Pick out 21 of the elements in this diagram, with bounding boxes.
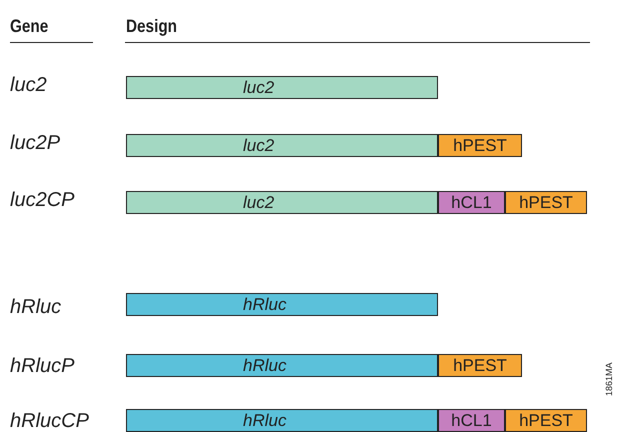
- gene-name: hRluc: [10, 296, 62, 319]
- gene-name: hRlucP: [10, 355, 74, 378]
- column-header: Gene: [10, 16, 48, 37]
- gene-bar: luc2: [126, 76, 438, 99]
- gene-bar: hRluc: [126, 354, 438, 377]
- gene-name: luc2CP: [10, 189, 74, 212]
- gene-bar: hRluc: [126, 409, 438, 432]
- domain-segment: hPEST: [438, 354, 522, 377]
- domain-segment: hPEST: [438, 134, 522, 157]
- gene-name: luc2P: [10, 132, 60, 155]
- domain-segment: hPEST: [505, 409, 587, 432]
- column-header: Design: [126, 16, 178, 37]
- gene-bar: hRluc: [126, 293, 438, 316]
- gene-name: hRlucCP: [10, 410, 89, 432]
- figure-code: 1861MA: [604, 362, 614, 396]
- domain-segment: hPEST: [505, 191, 587, 214]
- gene-bar: luc2: [126, 134, 438, 157]
- domain-segment: hCL1: [438, 409, 505, 432]
- domain-segment: hCL1: [438, 191, 505, 214]
- gene-bar: luc2: [126, 191, 438, 214]
- gene-name: luc2: [10, 74, 47, 97]
